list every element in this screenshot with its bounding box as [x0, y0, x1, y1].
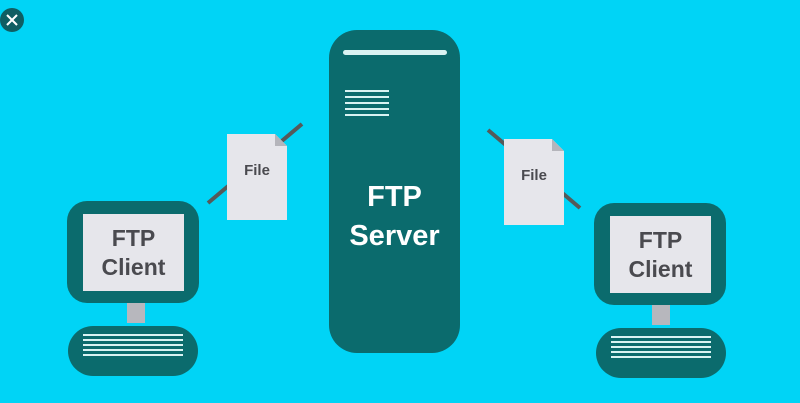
client-left-label-line1: FTP	[111, 224, 156, 251]
close-icon[interactable]	[0, 8, 24, 32]
file-right-label: File	[521, 167, 547, 184]
client-left-base	[68, 326, 198, 376]
server-top-bar	[343, 50, 447, 55]
client-right-stand	[652, 305, 670, 325]
client-right-keyboard-lines	[611, 336, 711, 361]
server-label-line2: Server	[349, 220, 440, 252]
ftp-client-left-monitor: FTP Client	[67, 201, 199, 303]
file-left-icon	[227, 134, 287, 220]
client-left-stand	[127, 303, 145, 323]
server-vent-lines	[345, 90, 389, 120]
client-right-base	[596, 328, 726, 378]
client-right-label-line2: Client	[628, 255, 693, 282]
file-left: File	[227, 134, 287, 220]
client-left-label-line2: Client	[101, 253, 166, 280]
ftp-server: FTP Server	[329, 30, 460, 353]
client-left-screen: FTP Client	[83, 214, 184, 291]
file-right-icon	[504, 139, 564, 225]
client-left-keyboard-lines	[83, 334, 183, 359]
client-right-label-line1: FTP	[638, 226, 683, 253]
file-left-label: File	[244, 162, 270, 179]
file-right: File	[504, 139, 564, 225]
server-label-line1: FTP	[367, 181, 422, 213]
ftp-client-right-monitor: FTP Client	[594, 203, 726, 305]
client-right-screen: FTP Client	[610, 216, 711, 293]
